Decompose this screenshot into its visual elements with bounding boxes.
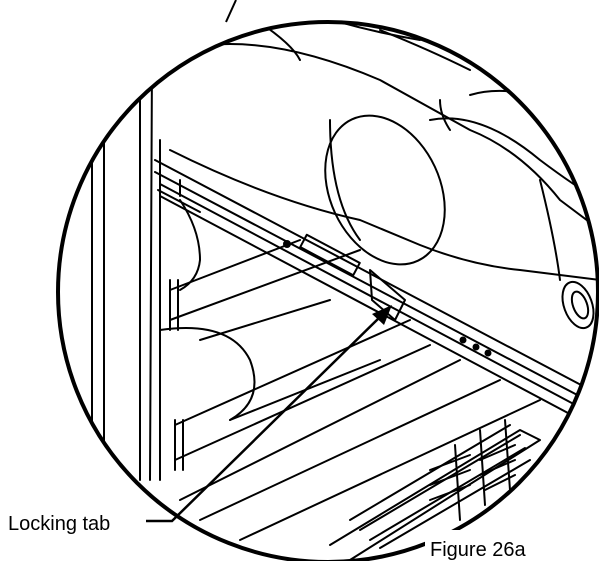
background-bottles <box>239 22 561 141</box>
cabinet-side-wall <box>91 22 161 481</box>
figure-caption: Figure 26a <box>430 539 526 561</box>
locking-tab-callout-arrow <box>146 305 392 523</box>
upper-wine-bottle <box>149 43 598 330</box>
caption-bg <box>425 530 599 561</box>
callout-label-bg <box>0 508 146 536</box>
locking-tab-shape <box>369 269 406 321</box>
detail-leader-line <box>225 0 237 23</box>
rack-shelf-rails <box>169 239 541 541</box>
ventilation-grille <box>329 419 541 561</box>
locking-tab-label: Locking tab <box>8 513 110 535</box>
slide-rail <box>154 159 598 431</box>
